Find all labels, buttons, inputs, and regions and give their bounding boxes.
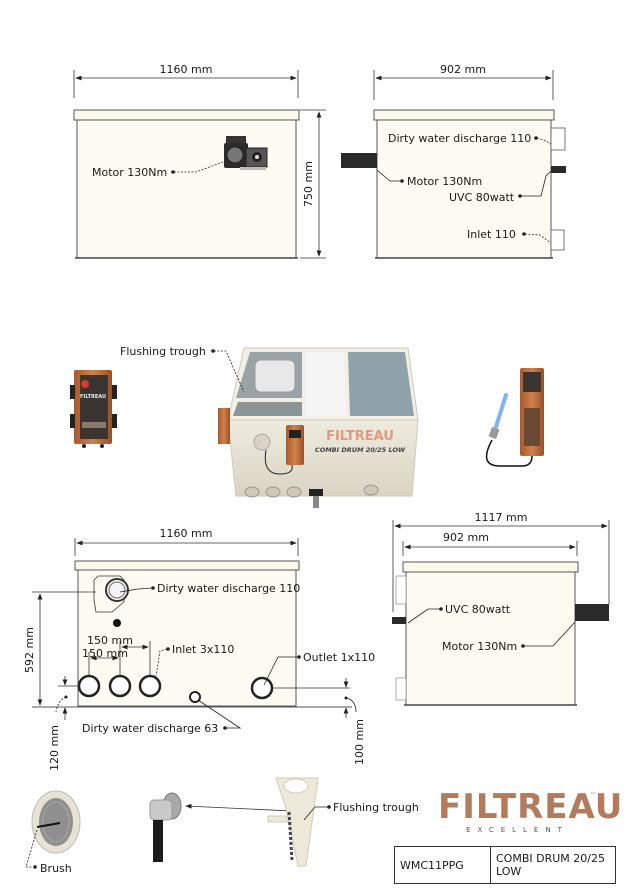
control-box-render: FILTREAU [70,370,117,448]
discharge-63-port [189,691,201,703]
overall-width-dim: 1117 mm [475,511,528,524]
logo-tagline: EXCELLENT [466,826,569,834]
tank-render: FILTREAU COMBI DRUM 20/25 LOW Flushing t… [120,345,419,508]
brush-label: Brush [40,862,72,875]
back-inlet-label: Inlet 3x110 [172,643,234,656]
side-discharge-label: Dirty water discharge 110 [388,132,531,145]
side2-motor-label: Motor 130Nm [442,640,517,653]
side-view-2: 1117 mm 902 mm UVC 80watt Motor 130Nm [392,511,610,706]
brush-part: Brush [25,790,81,875]
side2-width-dim: 902 mm [443,531,489,544]
parts-flushing-label: Flushing trough [333,801,419,814]
tank-lid [73,109,300,121]
bottom-left-dim: 120 mm [48,725,61,771]
back-discharge-63-label: Dirty water discharge 63 [82,722,218,735]
side-motor-label: Motor 130Nm [407,175,482,188]
tank-brand: FILTREAU [326,429,394,444]
logo-trademark: ™ [590,792,596,799]
spacing-dim-1: 150 mm [82,647,128,660]
filtreau-logo: FILTREAU ™ EXCELLENT [438,790,622,840]
side-uvc-label: UVC 80watt [449,191,515,204]
front-width-dim: 1160 mm [160,63,213,76]
inlet-port [550,229,565,251]
outlet-port [250,676,274,700]
drum-icon [254,359,296,393]
title-block: WMC11PPG COMBI DRUM 20/25 LOW [394,846,616,884]
front-height-dim: 750 mm [302,161,315,207]
spacing-dim-2: 150 mm [87,634,133,647]
product-name: COMBI DRUM 20/25 LOW [496,852,605,878]
side-width-dim: 902 mm [440,63,486,76]
flushing-trough-part: Flushing trough [267,777,419,867]
side-view: 902 mm Dirty water discharge 110 Motor 1… [341,63,566,259]
logo-wordmark: FILTREAU [438,787,624,827]
front-view: 1160 mm Motor 130Nm 750 mm [73,63,326,259]
uvc-unit-render [485,368,544,467]
back-discharge-110-label: Dirty water discharge 110 [157,582,300,595]
motor-icon [224,136,268,170]
back-view: 1160 mm Dirty water discharge 110 150 mm… [23,527,375,771]
box-brand-mark: FILTREAU [80,394,106,400]
back-outlet-label: Outlet 1x110 [303,651,375,664]
back-height-dim: 592 mm [23,627,36,673]
bottom-right-dim: 100 mm [353,719,366,765]
tank-body [76,119,297,259]
motor-block [341,153,377,168]
tank-model: COMBI DRUM 20/25 LOW [315,446,406,454]
inlet-ports [77,674,162,698]
drawing-code: WMC11PPG [395,847,491,883]
side-inlet-label: Inlet 110 [467,228,516,241]
side2-uvc-label: UVC 80watt [445,603,511,616]
uvc-block [551,166,566,173]
front-motor-label: Motor 130Nm [92,166,167,179]
render-flushing-label: Flushing trough [120,345,206,358]
back-width-dim: 1160 mm [160,527,213,540]
discharge-port [550,127,566,151]
